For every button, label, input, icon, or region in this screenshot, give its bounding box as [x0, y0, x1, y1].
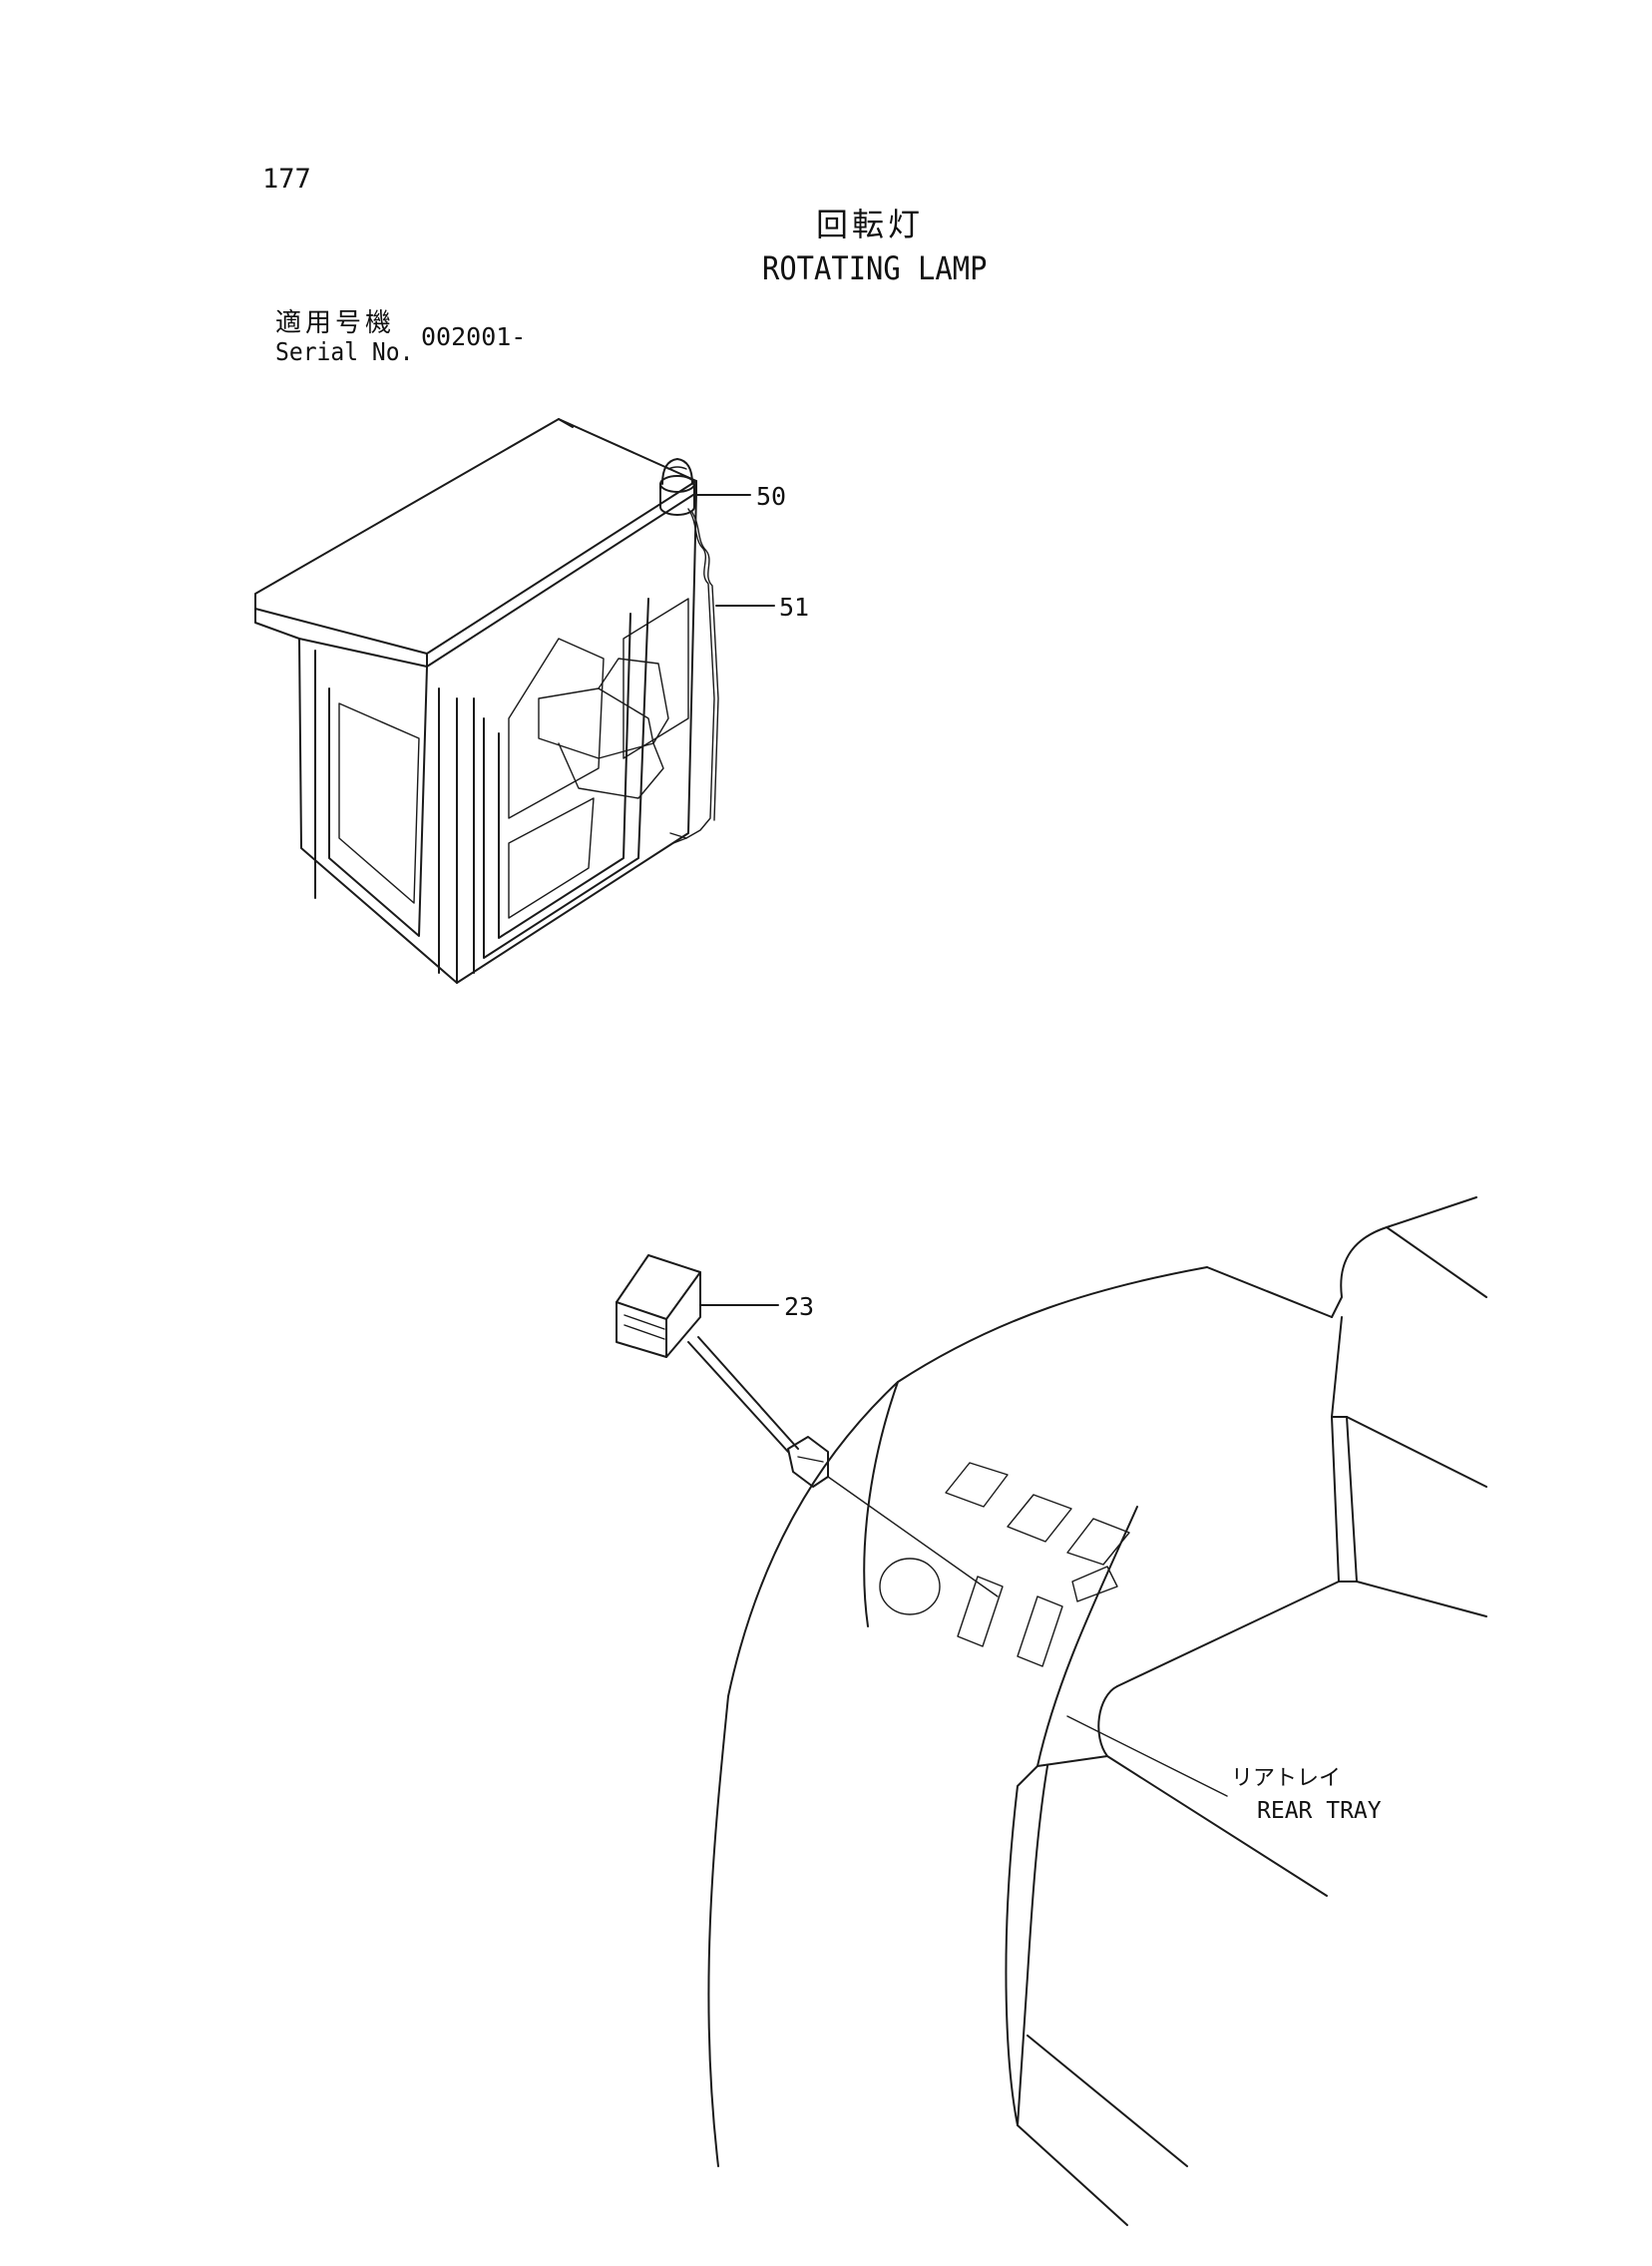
serial-number-value: 002001- — [421, 322, 527, 351]
callout-50: 50 — [756, 482, 786, 511]
page-title-japanese: 回転灯 — [816, 206, 925, 243]
rear-tray-label-english: REAR TRAY — [1257, 1798, 1382, 1824]
serial-label-english: Serial No. — [275, 337, 414, 366]
callout-23: 23 — [784, 1292, 814, 1321]
callout-51: 51 — [779, 593, 809, 622]
serial-label-japanese: 適用号機 — [275, 308, 396, 338]
rotating-lamp-switch — [616, 1254, 999, 1597]
rotating-lamp — [659, 458, 695, 516]
cab-illustration — [254, 418, 775, 984]
console-illustration — [616, 1196, 1487, 2226]
page-number: 177 — [262, 164, 311, 195]
page-title-english: ROTATING LAMP — [762, 249, 988, 287]
rear-tray-label-japanese: リアトレイ — [1231, 1766, 1341, 1791]
wiring-harness — [669, 508, 719, 844]
